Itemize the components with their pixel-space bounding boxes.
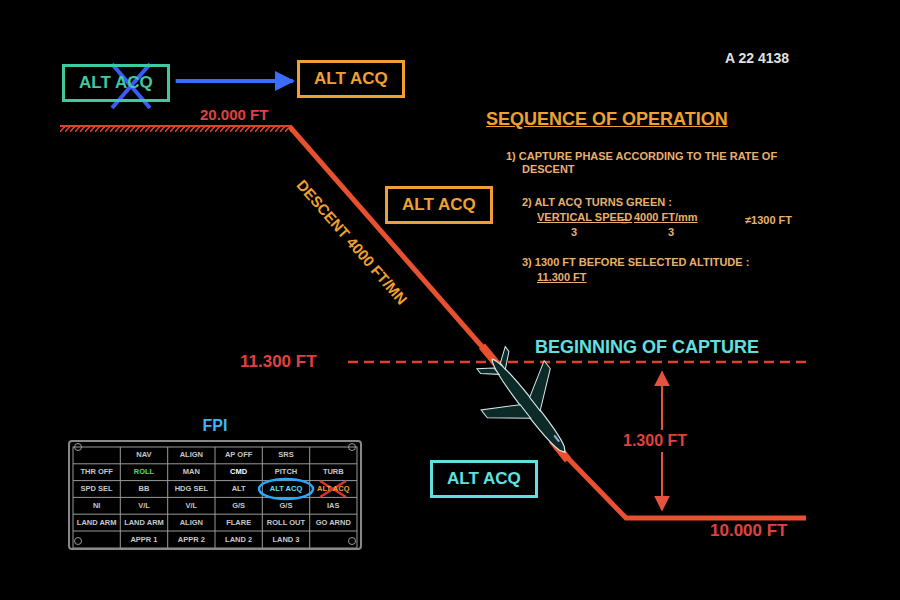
- dimension-label: 1.300 FT: [620, 430, 690, 452]
- fpi-cell: ROLL: [134, 468, 154, 477]
- mode-label: ALT ACQ: [402, 195, 476, 215]
- fpi-cell: V/L: [138, 502, 150, 511]
- mode-annunciator: ALT ACQ: [430, 460, 538, 498]
- fpi-cell: MAN: [183, 468, 200, 477]
- capture-label: BEGINNING OF CAPTURE: [535, 337, 759, 358]
- figure-number: A 22 4138: [725, 50, 789, 66]
- fpi-cell: IAS: [327, 502, 340, 511]
- altitude-label: 10.000 FT: [710, 521, 788, 541]
- altitude-label: 11.300 FT: [240, 352, 317, 372]
- fpi-cell: ALT: [232, 485, 246, 494]
- mode-annunciator: ALT ACQ: [62, 64, 170, 102]
- fpi-cell: NAV: [136, 451, 151, 460]
- fpi-cell: G/S: [280, 502, 293, 511]
- formula-term: 3: [668, 226, 674, 239]
- fpi-cell: APPR 2: [178, 535, 205, 544]
- fpi-cell: APPR 1: [130, 535, 157, 544]
- fpi-cell: ALIGN: [180, 518, 203, 527]
- panel-title: FPI: [70, 417, 360, 435]
- fpi-cell: LAND ARM: [124, 518, 164, 527]
- descent-path: [290, 127, 492, 358]
- fpi-cell: CMD: [230, 468, 247, 477]
- fpi-grid: [73, 444, 357, 549]
- section-title: SEQUENCE OF OPERATION: [486, 109, 728, 130]
- fpi-cell: LAND 2: [225, 535, 252, 544]
- fpi-cell: ALT ACQ: [270, 485, 303, 494]
- fpi-cell: V/L: [185, 502, 197, 511]
- level-hatch: [60, 125, 292, 132]
- step-text: 2) ALT ACQ TURNS GREEN :: [522, 196, 672, 209]
- fpi-cell: ALIGN: [180, 451, 203, 460]
- fpi-cell: SPD SEL: [81, 485, 113, 494]
- highlight-ring: [259, 479, 313, 499]
- altitude-label: 20.000 FT: [200, 106, 268, 123]
- formula-term: 4000 FT/mm: [634, 211, 698, 224]
- mode-label: ALT ACQ: [79, 73, 153, 93]
- altitude-value: 11.300 FT: [537, 271, 587, 284]
- formula-term: 3: [571, 226, 577, 239]
- capture-dashed-line: [348, 361, 806, 364]
- mode-label: ALT ACQ: [447, 469, 521, 489]
- fpi-cell: BB: [139, 485, 150, 494]
- mode-label: ALT ACQ: [314, 69, 388, 89]
- fpi-cell: GO ARND: [316, 518, 351, 527]
- transition-arrow: [176, 79, 293, 83]
- level-line: [60, 125, 292, 127]
- formula-term: ≠1300 FT: [745, 214, 792, 227]
- fpi-cell: HDG SEL: [175, 485, 208, 494]
- fpi-cell: TURB: [323, 468, 344, 477]
- fpi-cell: ALT ACQ: [317, 485, 350, 494]
- fpi-cell: ROLL OUT: [267, 518, 305, 527]
- fpi-cell: SRS: [278, 451, 293, 460]
- fpi-cell: LAND 3: [272, 535, 299, 544]
- mode-annunciator: ALT ACQ: [297, 60, 405, 98]
- fpi-cell: PITCH: [275, 468, 298, 477]
- formula-term: VERTICAL SPEED: [537, 211, 632, 224]
- fpi-cell: NI: [93, 502, 101, 511]
- fpi-cell: FLARE: [226, 518, 251, 527]
- mode-annunciator: ALT ACQ: [385, 186, 493, 224]
- fpi-panel: FPI: [68, 440, 362, 550]
- step-text: 3) 1300 FT BEFORE SELECTED ALTITUDE :: [522, 256, 749, 269]
- step-text: 1) CAPTURE PHASE ACCORDING TO THE RATE O…: [522, 150, 797, 175]
- fpi-cell: THR OFF: [80, 468, 113, 477]
- capture-path: [558, 448, 806, 518]
- fpi-cell: AP OFF: [225, 451, 252, 460]
- fpi-cell: LAND ARM: [77, 518, 117, 527]
- fpi-cell: G/S: [232, 502, 245, 511]
- formula-term: =: [621, 215, 627, 228]
